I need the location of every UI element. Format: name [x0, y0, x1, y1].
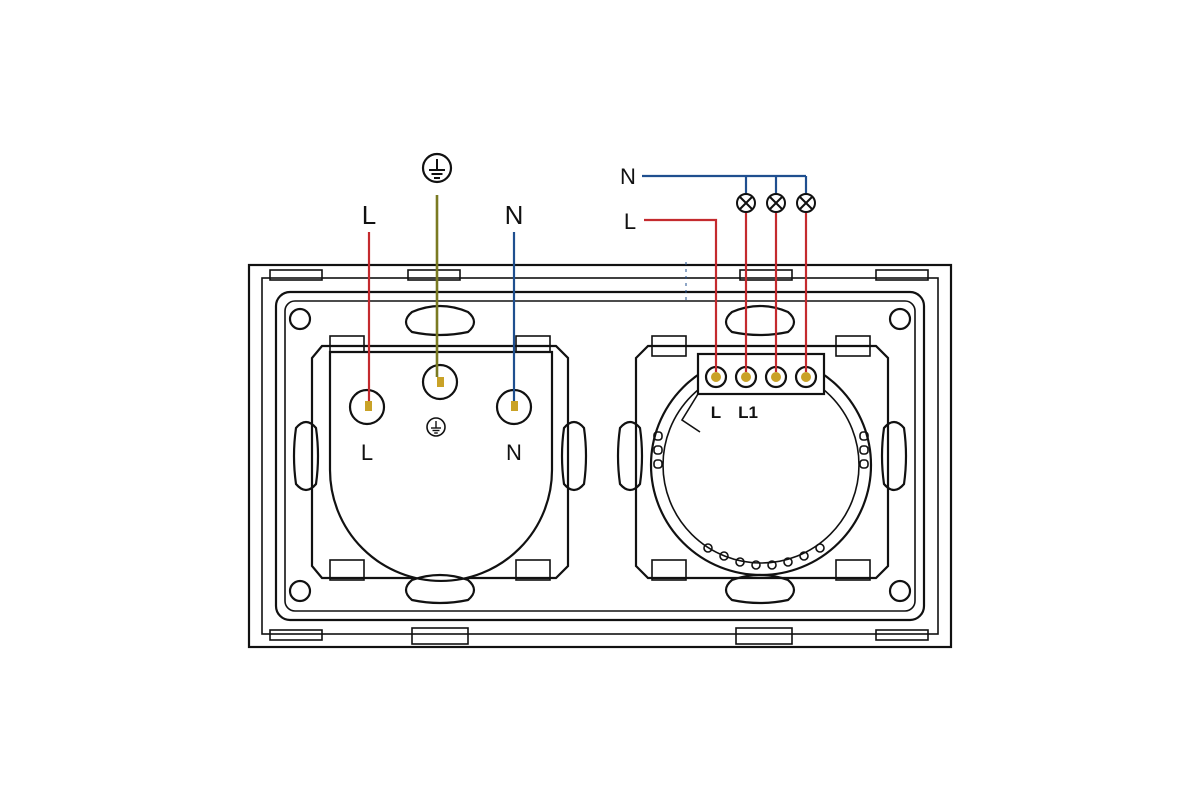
switch-module: L L1: [616, 304, 908, 605]
terminal-tip: [511, 401, 518, 411]
terminal-screw: [704, 365, 728, 389]
switch-live-feed-label: L: [624, 209, 636, 234]
screw-hole: [888, 579, 912, 603]
terminal-screw: [734, 365, 758, 389]
socket-pin-neutral-label: N: [506, 440, 522, 465]
socket-module: L N: [292, 304, 588, 605]
lamp-cross-icon: [796, 193, 816, 213]
earth-ground-icon: [426, 417, 446, 437]
socket-neutral-label: N: [505, 200, 524, 230]
live-feed-wire: [644, 218, 718, 372]
double-frame: [247, 263, 953, 649]
lamp-cross-icon: [736, 193, 756, 213]
switch-terminal-l1-label: L1: [738, 403, 758, 422]
socket-wires: [365, 195, 518, 411]
terminal-tip: [437, 377, 444, 387]
screw-hole: [288, 579, 312, 603]
lamp-cross-icon: [766, 193, 786, 213]
switch-neutral-feed-label: N: [620, 164, 636, 189]
switch-terminal-live-label: L: [711, 403, 721, 422]
terminal-tip: [365, 401, 372, 411]
socket-pin-live-label: L: [361, 440, 373, 465]
screw-hole: [288, 307, 312, 331]
earth-ground-icon: [421, 152, 453, 184]
screw-hole: [888, 307, 912, 331]
terminal-screw: [794, 365, 818, 389]
switch-wires: [642, 174, 808, 372]
socket-live-label: L: [362, 200, 376, 230]
